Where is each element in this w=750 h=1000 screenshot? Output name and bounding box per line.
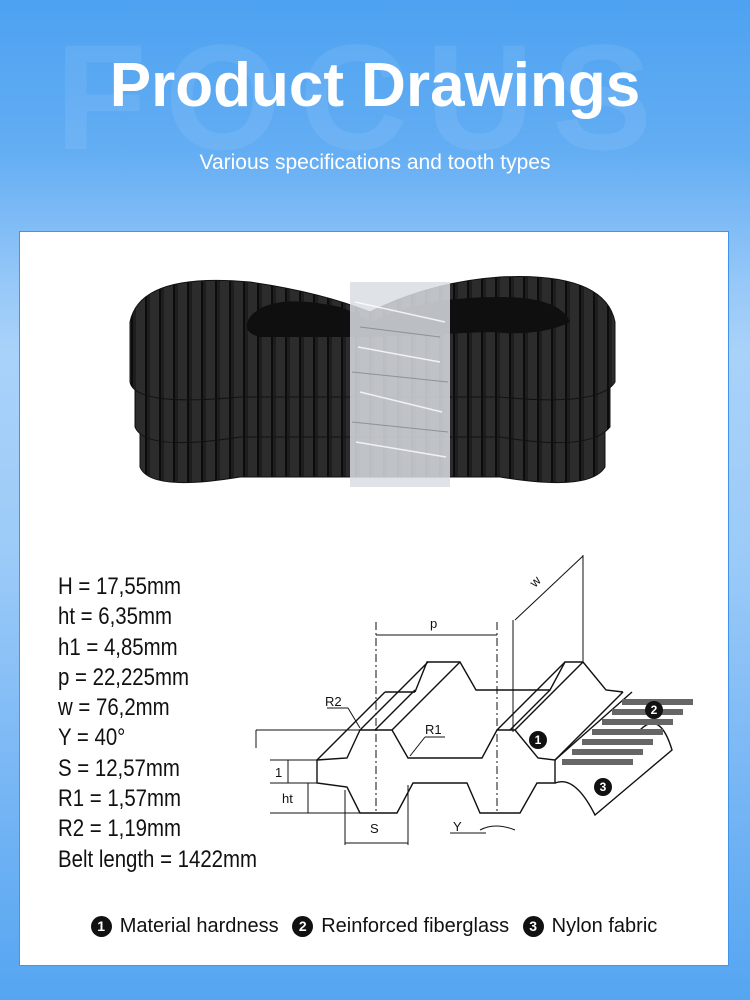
plastic-wrap — [350, 282, 450, 487]
spec-h: H = 17,55mm — [58, 573, 182, 600]
label-s: S — [370, 821, 379, 836]
legend: 1 Material hardness 2 Reinforced fibergl… — [20, 914, 728, 938]
tooth-profile-diagram: p w R2 R1 1 ht S Υ 1 2 3 — [255, 555, 693, 845]
belt-back-profile — [414, 661, 624, 693]
legend-item-material-hardness: 1 Material hardness — [90, 915, 279, 938]
belt-front-profile — [316, 729, 556, 814]
label-h1: 1 — [275, 765, 282, 780]
marker-1 — [529, 731, 547, 749]
spec-r2: R2 = 1,19mm — [58, 815, 182, 843]
spec-h1: h1 = 4,85mm — [58, 633, 178, 661]
spec-angle: Υ = 40° — [58, 724, 126, 752]
fiberglass-cords — [562, 699, 693, 765]
label-r1: R1 — [425, 722, 442, 737]
watermark-text: FOCUS — [55, 13, 670, 181]
number-2-icon: 2 — [292, 916, 314, 937]
label-r2: R2 — [325, 694, 342, 709]
spec-r1: R1 = 1,57mm — [58, 785, 182, 813]
legend-label: Nylon fabric — [551, 915, 658, 937]
label-ht: ht — [282, 791, 293, 806]
page-subtitle: Various specifications and tooth types — [199, 151, 551, 174]
marker-2-text: 2 — [651, 703, 658, 717]
product-card: H = 17,55mm ht = 6,35mm h1 = 4,85mm p = … — [19, 231, 729, 966]
diagram-markers: 1 2 3 — [529, 701, 663, 796]
spec-s: S = 12,57mm — [58, 754, 180, 782]
label-p: p — [430, 616, 437, 631]
belt-product-photo — [129, 276, 616, 487]
marker-1-text: 1 — [535, 733, 542, 747]
label-gamma: Υ — [453, 819, 462, 834]
marker-3 — [594, 778, 612, 796]
number-3-icon: 3 — [522, 916, 544, 937]
legend-label: Material hardness — [119, 915, 279, 937]
legend-label: Reinforced fiberglass — [321, 915, 510, 937]
legend-item-reinforced-fiberglass: 2 Reinforced fiberglass — [292, 915, 509, 938]
spec-width: w = 76,2mm — [58, 694, 170, 722]
number-1-icon: 1 — [90, 916, 112, 937]
label-w: w — [526, 572, 544, 590]
marker-3-text: 3 — [600, 780, 607, 794]
spec-ht: ht = 6,35mm — [58, 603, 172, 631]
spec-belt-length: Belt length = 1422mm — [58, 845, 258, 873]
nylon-fabric-layer — [554, 722, 673, 817]
page-title: Product Drawings — [109, 51, 641, 120]
marker-2 — [645, 701, 663, 719]
spec-pitch: p = 22,225mm — [58, 663, 189, 691]
spec-list: H = 17,55mm ht = 6,35mm h1 = 4,85mm p = … — [58, 572, 257, 875]
legend-item-nylon-fabric: 3 Nylon fabric — [522, 915, 658, 938]
